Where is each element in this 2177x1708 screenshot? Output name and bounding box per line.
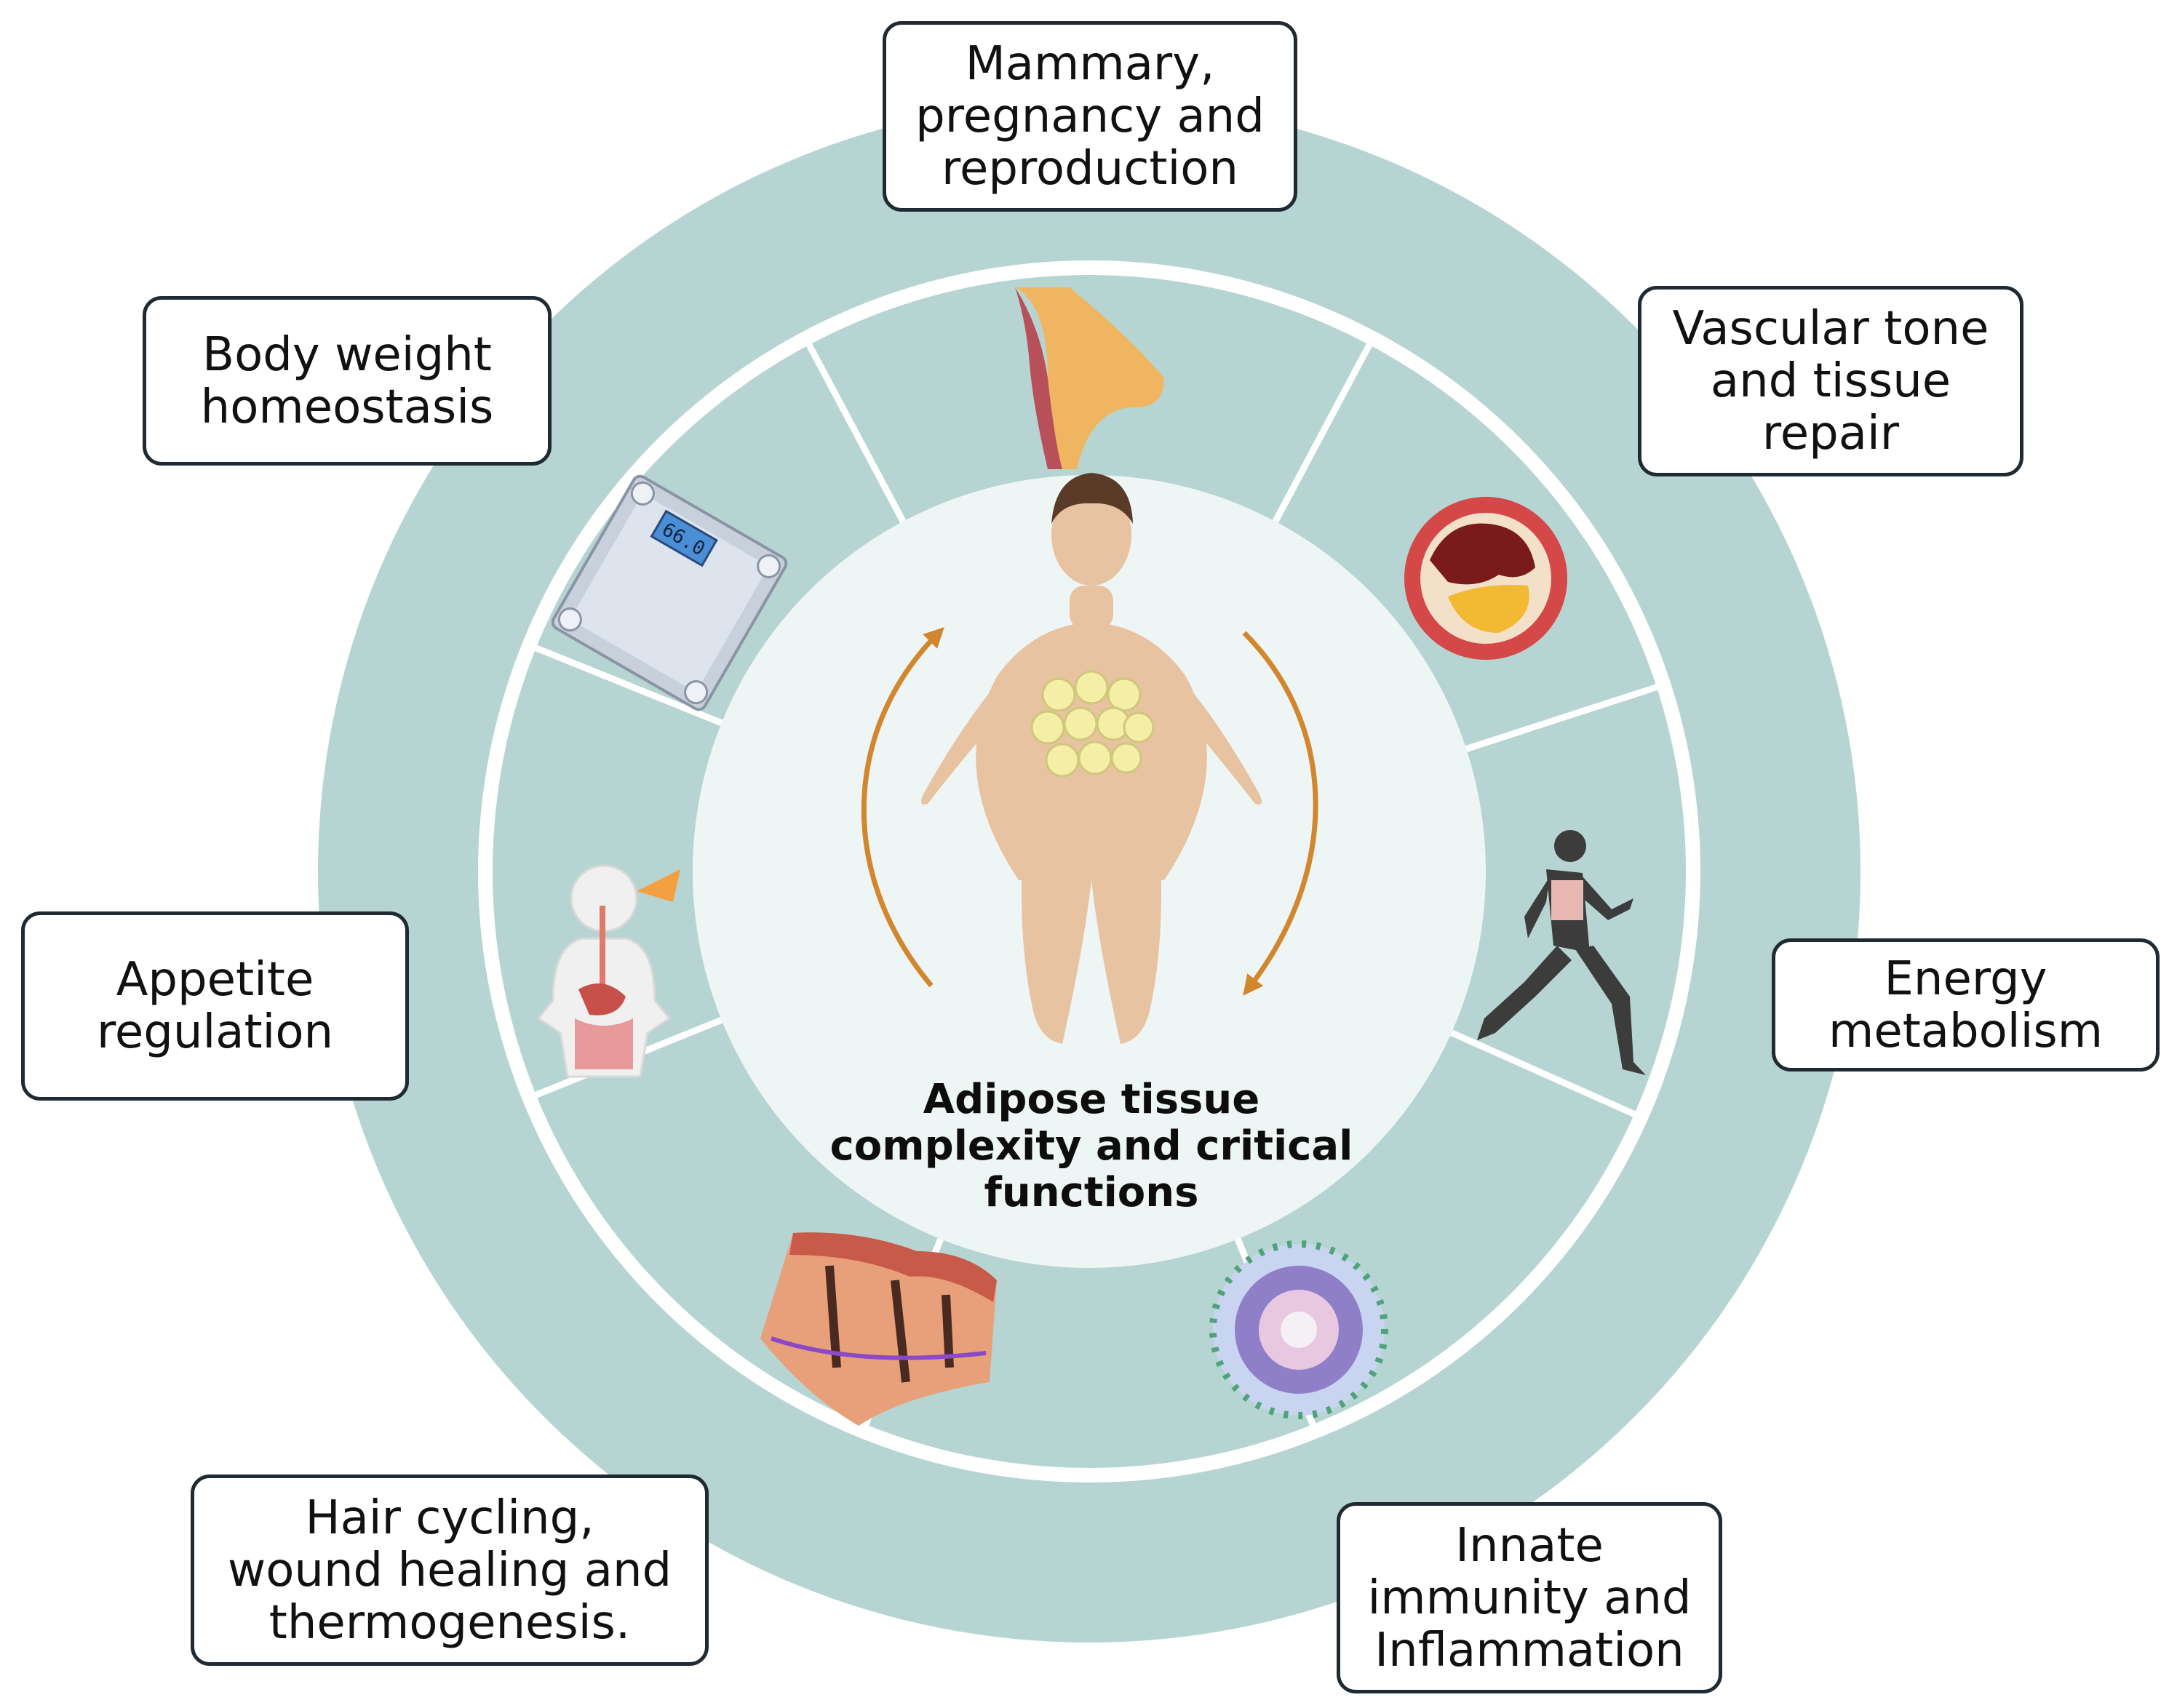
skin-section-icon <box>760 1232 997 1426</box>
cycle-arrow-right <box>1242 631 1318 996</box>
sector-divider <box>1272 343 1372 523</box>
scale-icon: 66.0 <box>551 474 788 711</box>
center-title: Adipose tissue complexity and critical f… <box>829 1076 1353 1216</box>
runner-icon <box>1477 830 1646 1075</box>
sector-divider <box>1450 1029 1636 1117</box>
sector-divider <box>806 343 907 523</box>
breast-tissue-icon <box>1015 287 1164 469</box>
cycle-arrow-left <box>861 627 944 988</box>
sector-divider <box>1465 684 1658 752</box>
obese-person-icon <box>921 473 1262 1044</box>
sector-divider <box>535 645 723 727</box>
immune-cells-icon <box>1209 1240 1388 1419</box>
ring-separator <box>478 260 1700 1482</box>
digestive-system-icon <box>536 864 680 1078</box>
blood-vessel-icon <box>1404 497 1567 660</box>
